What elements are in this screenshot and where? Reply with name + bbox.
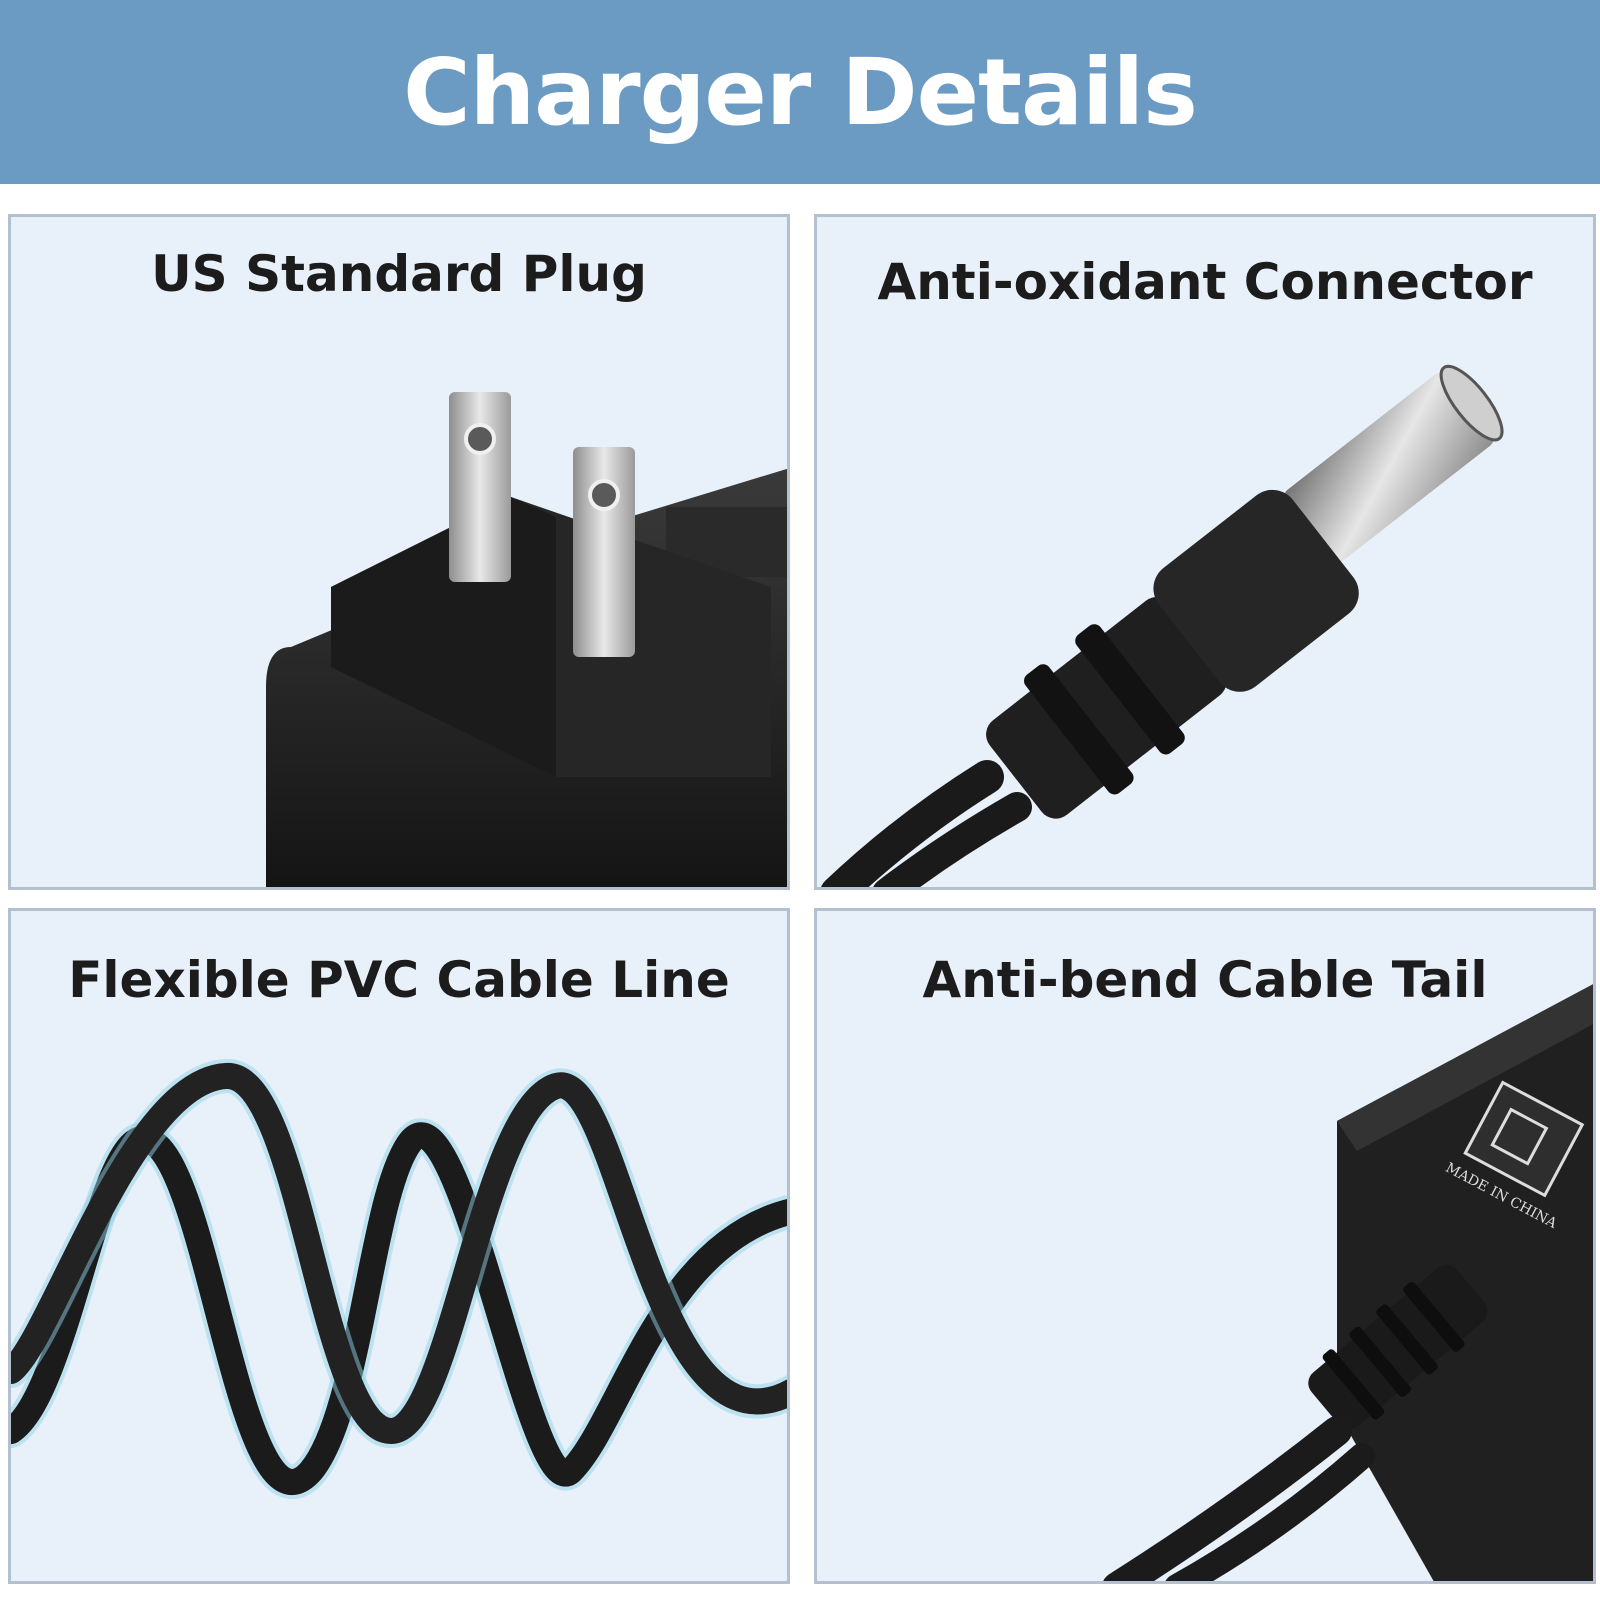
- connector-illustration: [821, 364, 1504, 887]
- cable-second-strand: [1165, 1443, 1375, 1581]
- adapter-label-mark-inner: [1490, 1107, 1549, 1166]
- plug-illustration: [266, 392, 787, 887]
- panel-title: Anti-bend Cable Tail: [922, 951, 1488, 1009]
- strain-relief-ring: [1322, 1349, 1385, 1420]
- prong-hole-right: [588, 479, 620, 511]
- connector-grip: [1153, 489, 1359, 692]
- metal-tip: [1283, 372, 1495, 564]
- header-banner: Charger Details: [0, 0, 1600, 184]
- panel-anti-bend-cable-tail: Anti-bend Cable Tail MADE IN CHINA: [814, 908, 1596, 1584]
- panel-flexible-pvc-cable: Flexible PVC Cable Line: [8, 908, 790, 1584]
- prong-hole-left: [464, 423, 496, 455]
- adapter-top-edge: [1337, 984, 1593, 1151]
- prong-left: [449, 392, 511, 582]
- connector-housing: [986, 596, 1227, 819]
- strain-relief-ring: [1376, 1304, 1438, 1375]
- metal-tip-opening: [1439, 364, 1504, 442]
- panel-title: US Standard Plug: [151, 245, 647, 303]
- strain-relief-ring: [1403, 1281, 1465, 1352]
- cable: [821, 760, 1004, 887]
- panel-us-standard-plug: US Standard Plug: [8, 214, 790, 890]
- cable: [1103, 1416, 1352, 1581]
- adapter-label-mark: [1463, 1080, 1585, 1198]
- panel-title: Flexible PVC Cable Line: [68, 951, 730, 1009]
- prong-right: [573, 447, 635, 657]
- panel-title: Anti-oxidant Connector: [877, 253, 1533, 311]
- cable-second-strand: [873, 792, 1032, 887]
- strain-relief-ring: [1024, 664, 1134, 795]
- page-title: Charger Details: [403, 38, 1198, 146]
- panel-anti-oxidant-connector: Anti-oxidant Connector: [814, 214, 1596, 890]
- strain-relief-ring: [1349, 1326, 1411, 1397]
- cable-illustration: [11, 1059, 787, 1499]
- cable-strand-back: [11, 1063, 787, 1445]
- strain-relief-ring: [1075, 624, 1185, 755]
- cable-tail-illustration: MADE IN CHINA: [1103, 984, 1593, 1581]
